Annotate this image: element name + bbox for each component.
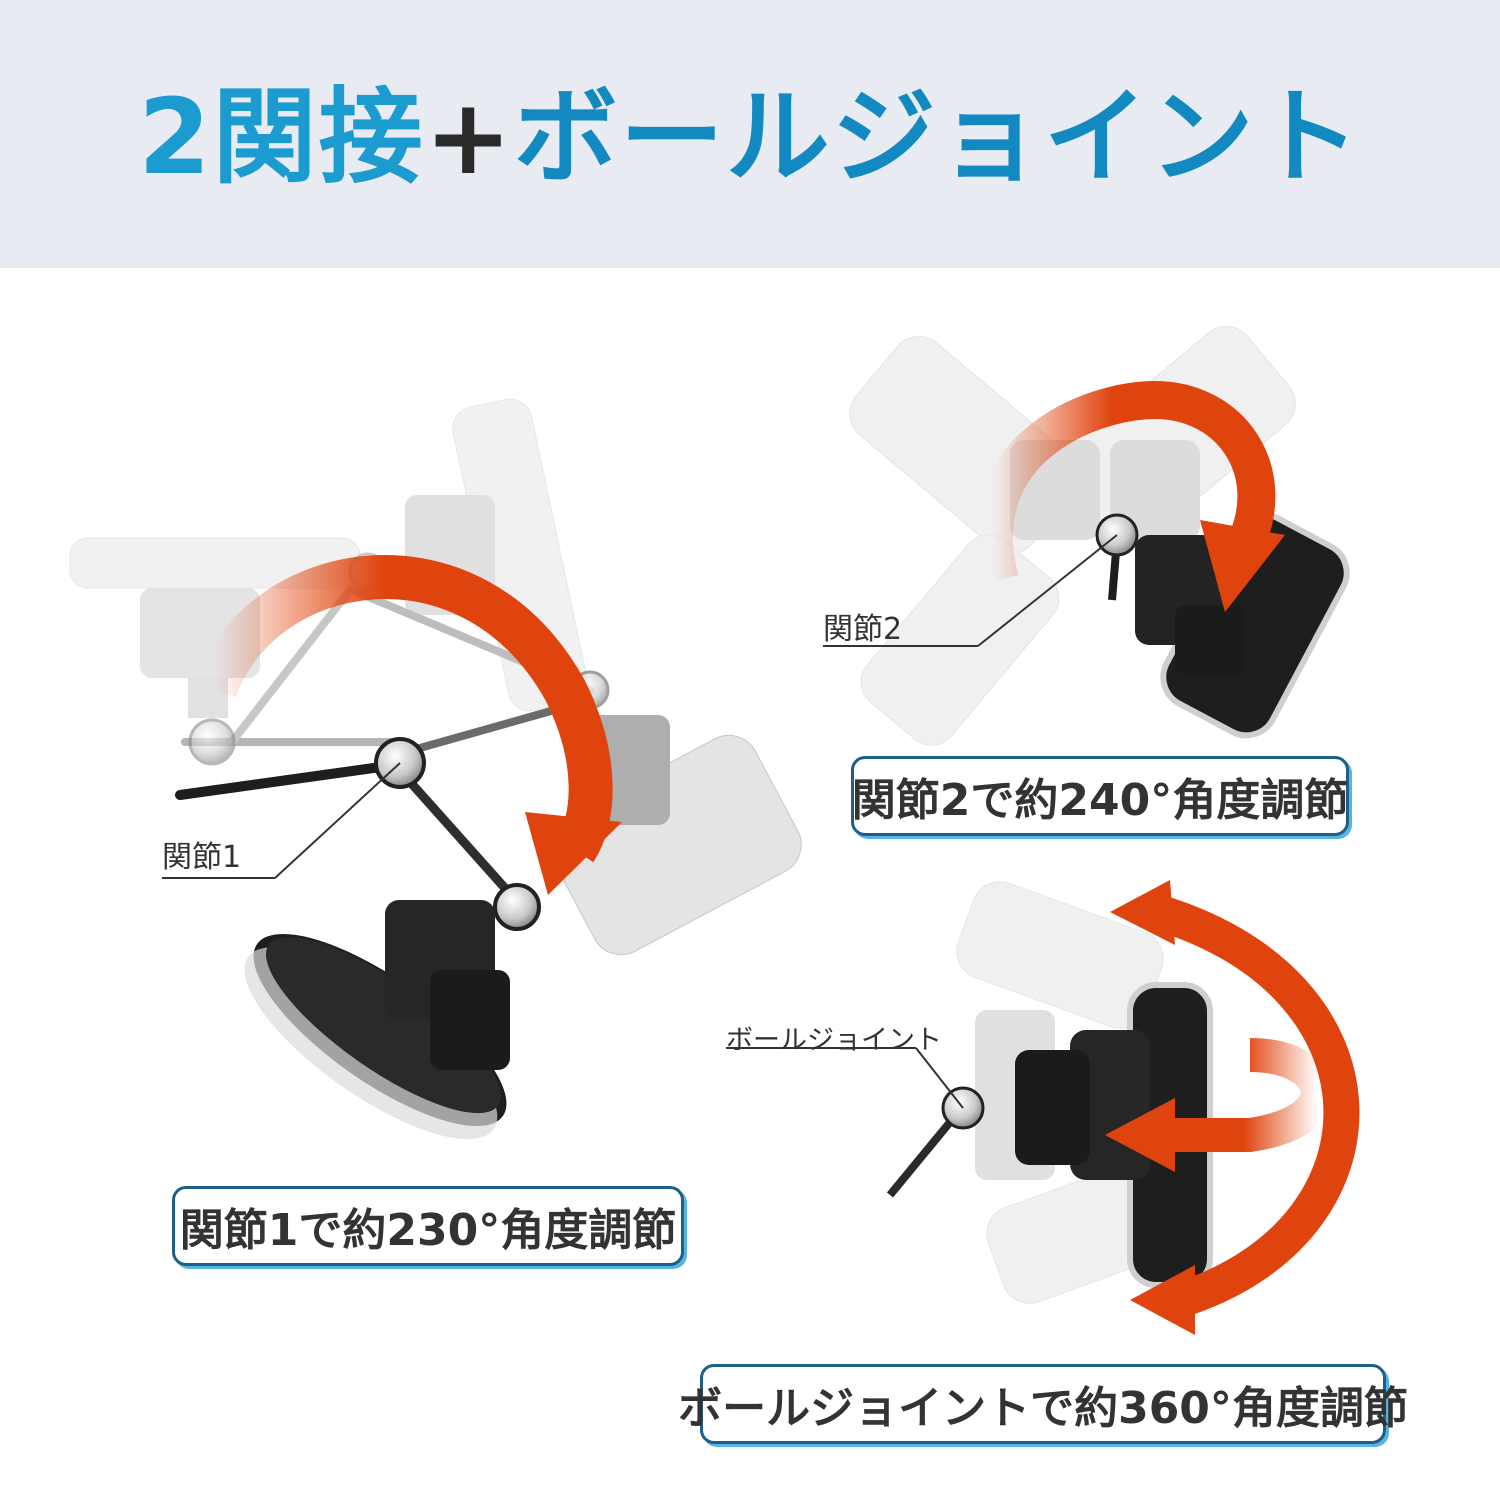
title-plus: + xyxy=(424,76,514,198)
title-part2: ボールジョイント xyxy=(513,76,1362,198)
callout-line xyxy=(915,1047,964,1109)
arrow-joint-2-icon xyxy=(975,380,1285,612)
caption-joint-2: 関節2で約240°角度調節 xyxy=(851,756,1349,836)
title-part1: 2関接 xyxy=(138,76,425,198)
callout-line xyxy=(274,762,401,879)
caption-ball-joint: ボールジョイントで約360°角度調節 xyxy=(678,1364,1408,1444)
page-title: 2関接+ボールジョイント xyxy=(0,62,1500,212)
mount-2-magnet-head xyxy=(1135,511,1350,739)
mount-1-magnet-head xyxy=(244,900,510,1140)
arrow-ball-joint-icon xyxy=(1105,880,1360,1335)
caption-ball-joint-text: ボールジョイントで約360°角度調節 xyxy=(678,1383,1408,1434)
joint-pivot-icon xyxy=(493,883,541,931)
ball-joint-label: ボールジョイント xyxy=(726,1025,942,1056)
ghost-pivot-icon xyxy=(188,718,236,766)
header-banner xyxy=(0,0,1500,268)
joint-1-label: 関節1 xyxy=(162,840,242,875)
mount-2-ghosts xyxy=(849,326,1296,746)
mount-3-arm xyxy=(886,1107,964,1198)
joint-2-label: 関節2 xyxy=(823,612,903,647)
arrow-joint-1-icon xyxy=(194,555,622,895)
caption-joint-1: 関節1で約230°角度調節 xyxy=(172,1186,684,1266)
product-illustration xyxy=(69,326,1360,1335)
caption-joint-2-text: 関節2で約240°角度調節 xyxy=(851,775,1349,826)
callout-line xyxy=(977,534,1118,647)
caption-joint-1-text: 関節1で約230°角度調節 xyxy=(179,1205,677,1256)
